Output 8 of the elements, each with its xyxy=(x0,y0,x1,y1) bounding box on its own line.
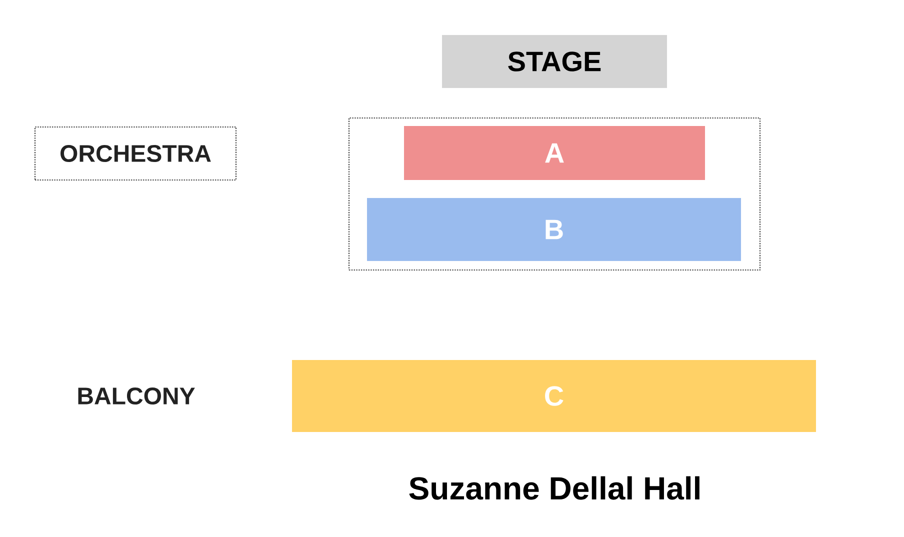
section-group-outline xyxy=(348,118,760,270)
seating-block: B xyxy=(367,198,741,261)
section-label-box: ORCHESTRA xyxy=(34,126,236,180)
seating-block: A xyxy=(404,126,705,180)
section-label: BALCONY xyxy=(78,388,195,404)
venue-caption: Suzanne Dellal Hall xyxy=(409,476,700,500)
seating-block: C xyxy=(292,360,816,432)
stage-block: STAGE xyxy=(442,35,667,88)
